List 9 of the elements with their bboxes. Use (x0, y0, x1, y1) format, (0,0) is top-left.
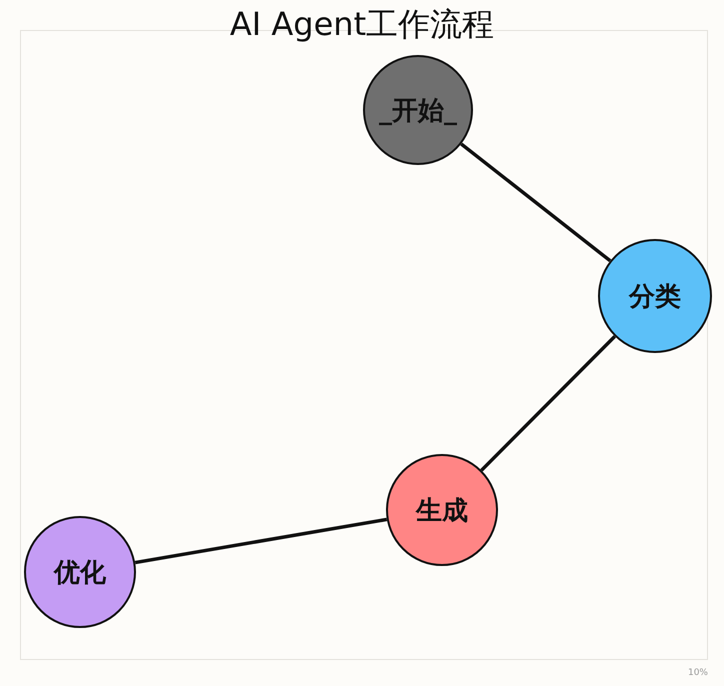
node-circle: 分类 (598, 239, 712, 353)
node-circle: _开始_ (363, 55, 473, 165)
connector-line (480, 335, 616, 472)
connector-line (134, 518, 388, 564)
node-circle: 优化 (24, 516, 136, 628)
title: AI Agent工作流程 (228, 4, 496, 45)
zoom-indicator: 10% (688, 668, 708, 678)
node-circle: 生成 (386, 454, 498, 566)
connector-line (460, 142, 612, 262)
